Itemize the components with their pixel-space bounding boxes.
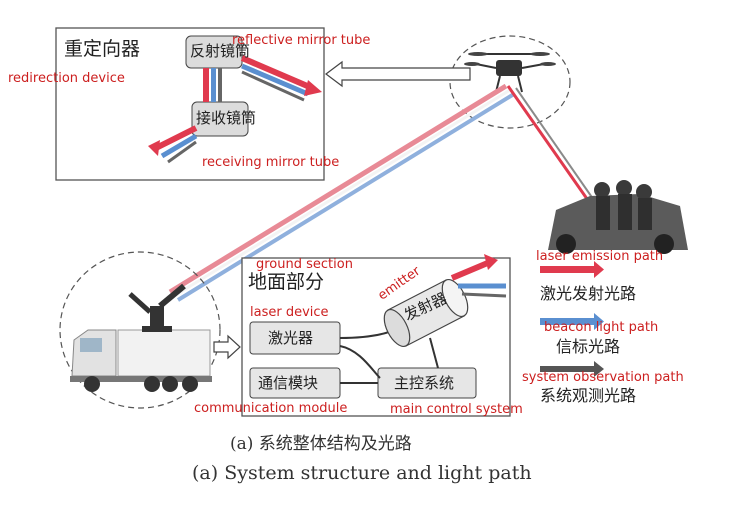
control-zh: 主控系统	[394, 374, 455, 392]
receive-beam-blue	[160, 133, 198, 159]
reflect-beam-gray	[241, 70, 305, 102]
receive-tube-zh: 接收镜筒	[196, 109, 257, 127]
comm-en: communication module	[194, 401, 348, 416]
legend-arrow-beacon	[594, 313, 604, 330]
ground-title-en: ground section	[256, 257, 353, 272]
laser-en: laser device	[250, 305, 329, 320]
drone-to-vehicle-gray	[515, 87, 599, 207]
legend-swatch-laser	[540, 266, 594, 273]
main-beam-blue	[176, 92, 516, 302]
receive-tube-en: receiving mirror tube	[202, 155, 340, 170]
emitter-beam-gray	[461, 292, 507, 298]
redirector-vertical-gray	[218, 68, 222, 102]
laser-to-control-line	[339, 345, 381, 379]
emitter-beam-red	[450, 259, 492, 281]
target-vehicle-graphic	[548, 180, 688, 254]
legend-arrow-observe	[594, 361, 604, 377]
legend-arrow-laser	[594, 261, 604, 278]
reflect-tube-en: reflective mirror tube	[232, 33, 371, 48]
reflect-tube-zh: 反射镜筒	[190, 42, 251, 60]
hollow-arrow-to-redirector	[325, 60, 471, 88]
redirector-vertical-blue	[211, 68, 216, 102]
laser-zh: 激光器	[268, 329, 314, 347]
caption-zh: (a) 系统整体结构及光路	[230, 434, 412, 454]
redirector-vertical-red	[203, 68, 209, 102]
redirector-title-en: redirection device	[8, 71, 125, 86]
drone-graphic	[464, 52, 556, 93]
receive-beam-red	[154, 125, 198, 151]
drone-dashed-circle	[449, 35, 571, 129]
reflect-beam-blue	[241, 63, 309, 97]
emitter-cylinder	[383, 279, 469, 347]
control-to-emitter-line	[429, 337, 439, 369]
legend-beacon-en: beacon light path	[544, 320, 659, 335]
legend-beacon-zh: 信标光路	[556, 337, 621, 356]
emitter-arrowhead	[484, 254, 498, 270]
receive-beam-gray	[167, 140, 197, 164]
main-beam-white	[173, 88, 511, 298]
comm-zh: 通信模块	[258, 374, 319, 392]
truck-dashed-circle	[59, 251, 221, 409]
main-beam-red	[168, 83, 508, 295]
caption-en: (a) System structure and light path	[192, 462, 532, 484]
control-en: main control system	[390, 402, 523, 417]
redirector-title-zh: 重定向器	[64, 38, 141, 60]
reflect-beam-red	[240, 55, 314, 91]
legend-swatch-observe	[540, 366, 594, 372]
legend-laser-en: laser emission path	[536, 249, 664, 264]
hollow-arrow-to-ground	[213, 334, 241, 360]
reflect-arrowhead	[304, 80, 322, 96]
truck-graphic	[70, 283, 212, 392]
legend-laser-zh: 激光发射光路	[540, 284, 637, 303]
legend-swatch-beacon	[540, 318, 594, 325]
drone-to-vehicle-red	[506, 85, 594, 207]
receive-arrowhead	[148, 140, 160, 156]
legend-observe-zh: 系统观测光路	[540, 386, 637, 405]
ground-title-zh: 地面部分	[248, 271, 325, 293]
legend-observe-en: system observation path	[522, 370, 684, 385]
